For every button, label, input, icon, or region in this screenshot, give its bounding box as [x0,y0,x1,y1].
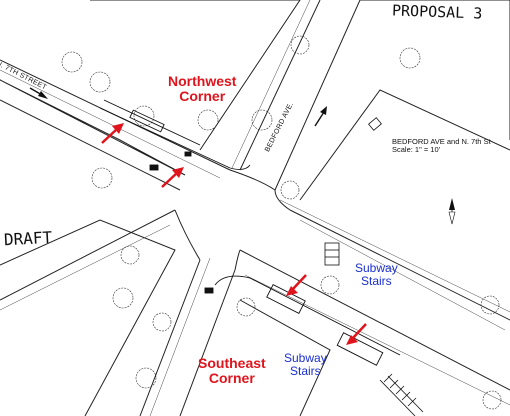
subway-stairs-label-2-line2: Stairs [290,364,321,379]
proposed-structures-northwest [99,99,251,171]
corner-label-northwest: Northwest Corner [168,73,237,105]
location-title: BEDFORD AVE and N. 7th St [392,137,491,146]
red-arrow-annotations [101,123,367,345]
proposal-label: PROPOSAL 3 [391,1,483,23]
subway-stairs-label-1-line2: Stairs [361,274,392,289]
red-arrow-1 [101,123,124,144]
corner-label-southeast-line1: Southeast [198,355,266,371]
red-arrow-2 [161,167,184,188]
building-block-northwest [0,0,301,176]
location-scale: Scale: 1" = 10' [392,145,441,155]
street-trees [61,35,502,410]
location-info: BEDFORD AVE and N. 7th St Scale: 1" = 10… [392,137,491,155]
subway-stairs-label-2: Subway Stairs [284,351,327,379]
bench-icon [324,117,382,266]
corner-label-southeast: Southeast Corner [198,355,266,387]
red-arrow-3 [286,274,307,296]
draft-label: DRAFT [3,227,53,250]
building-block-southeast [239,299,331,416]
red-arrow-4 [346,323,367,345]
direction-arrow-icon [29,87,327,127]
subway-stairs-label-1: Subway Stairs [355,261,398,289]
corner-label-northwest-line2: Corner [179,88,226,105]
proposed-structures-southeast [204,275,401,366]
corner-label-northwest-line1: Northwest [168,73,237,89]
subway-stairs-label-2-line1: Subway [284,351,327,365]
building-block-northeast [299,0,510,201]
building-block-southwest [0,219,176,416]
corner-label-southeast-line2: Corner [208,370,255,387]
north-arrow-icon [448,198,456,225]
subway-stairs-label-1-line1: Subway [355,261,398,275]
subway-track-icon [379,373,424,416]
